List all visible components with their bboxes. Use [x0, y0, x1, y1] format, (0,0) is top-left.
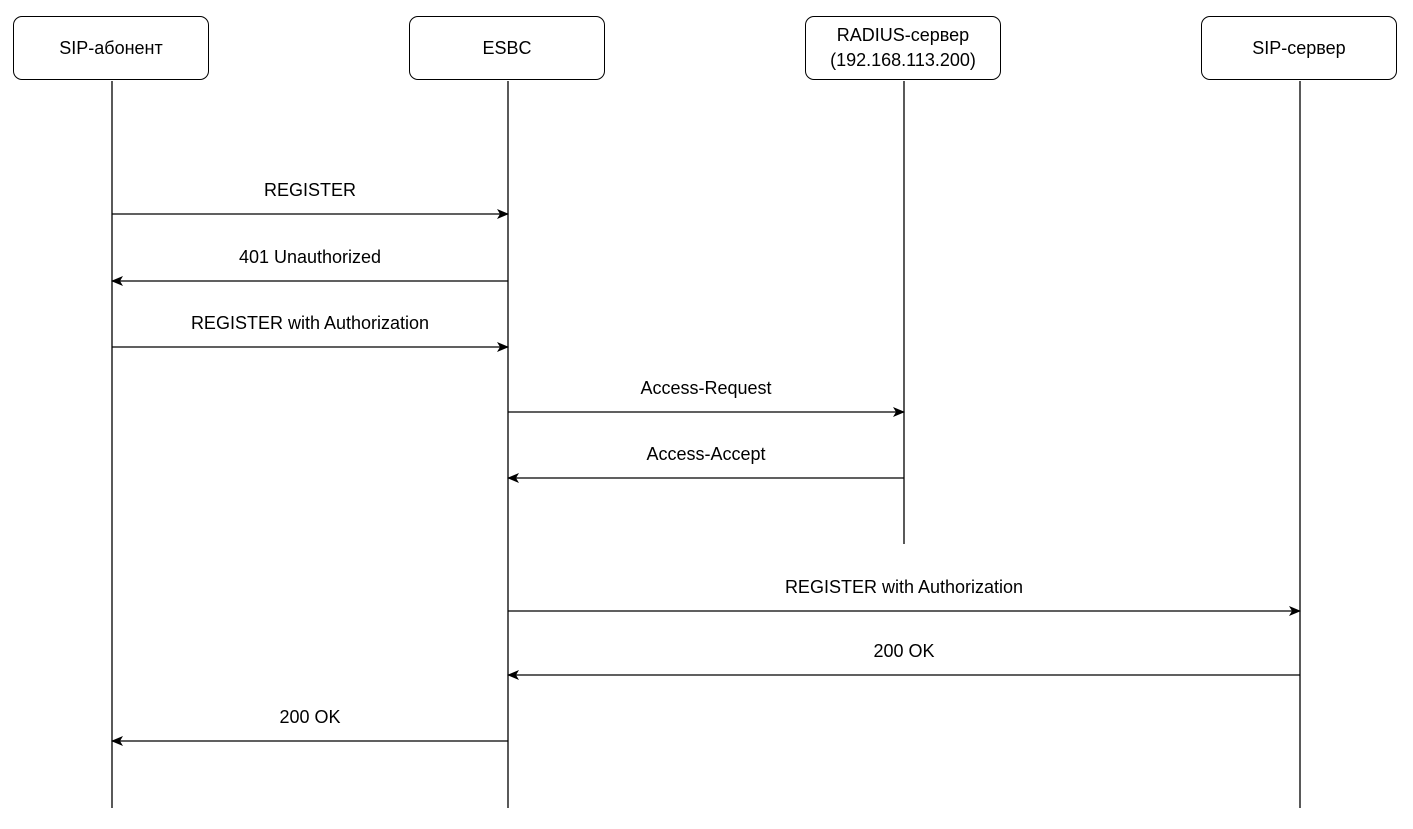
participant-sip-server: SIP-сервер — [1201, 16, 1397, 80]
message-label: Access-Request — [640, 378, 771, 398]
message-6: REGISTER with Authorization — [508, 577, 1301, 616]
participant-label: ESBC — [482, 37, 532, 58]
message-3: REGISTER with Authorization — [112, 313, 509, 352]
message-7: 200 OK — [507, 641, 1300, 680]
message-5: Access-Accept — [507, 444, 904, 483]
participant-esbc: ESBC — [409, 16, 605, 80]
message-label: REGISTER with Authorization — [191, 313, 429, 333]
message-label: 401 Unauthorized — [239, 247, 381, 267]
message-label: Access-Accept — [646, 444, 765, 464]
message-2: 401 Unauthorized — [111, 247, 508, 286]
message-4: Access-Request — [508, 378, 905, 417]
participant-label: SIP-сервер — [1252, 37, 1346, 58]
message-label: REGISTER — [264, 180, 356, 200]
message-label: 200 OK — [873, 641, 934, 661]
participant-sip-subscriber: SIP-абонент — [13, 16, 209, 80]
message-label: REGISTER with Authorization — [785, 577, 1023, 597]
participant-label: SIP-абонент — [59, 37, 163, 58]
message-8: 200 OK — [111, 707, 508, 746]
participant-address: (192.168.113.200) — [830, 50, 976, 70]
participant-radius-server: RADIUS-сервер (192.168.113.200) — [805, 16, 1001, 80]
message-label: 200 OK — [279, 707, 340, 727]
participant-label: RADIUS-сервер — [836, 25, 970, 45]
message-1: REGISTER — [112, 180, 509, 219]
